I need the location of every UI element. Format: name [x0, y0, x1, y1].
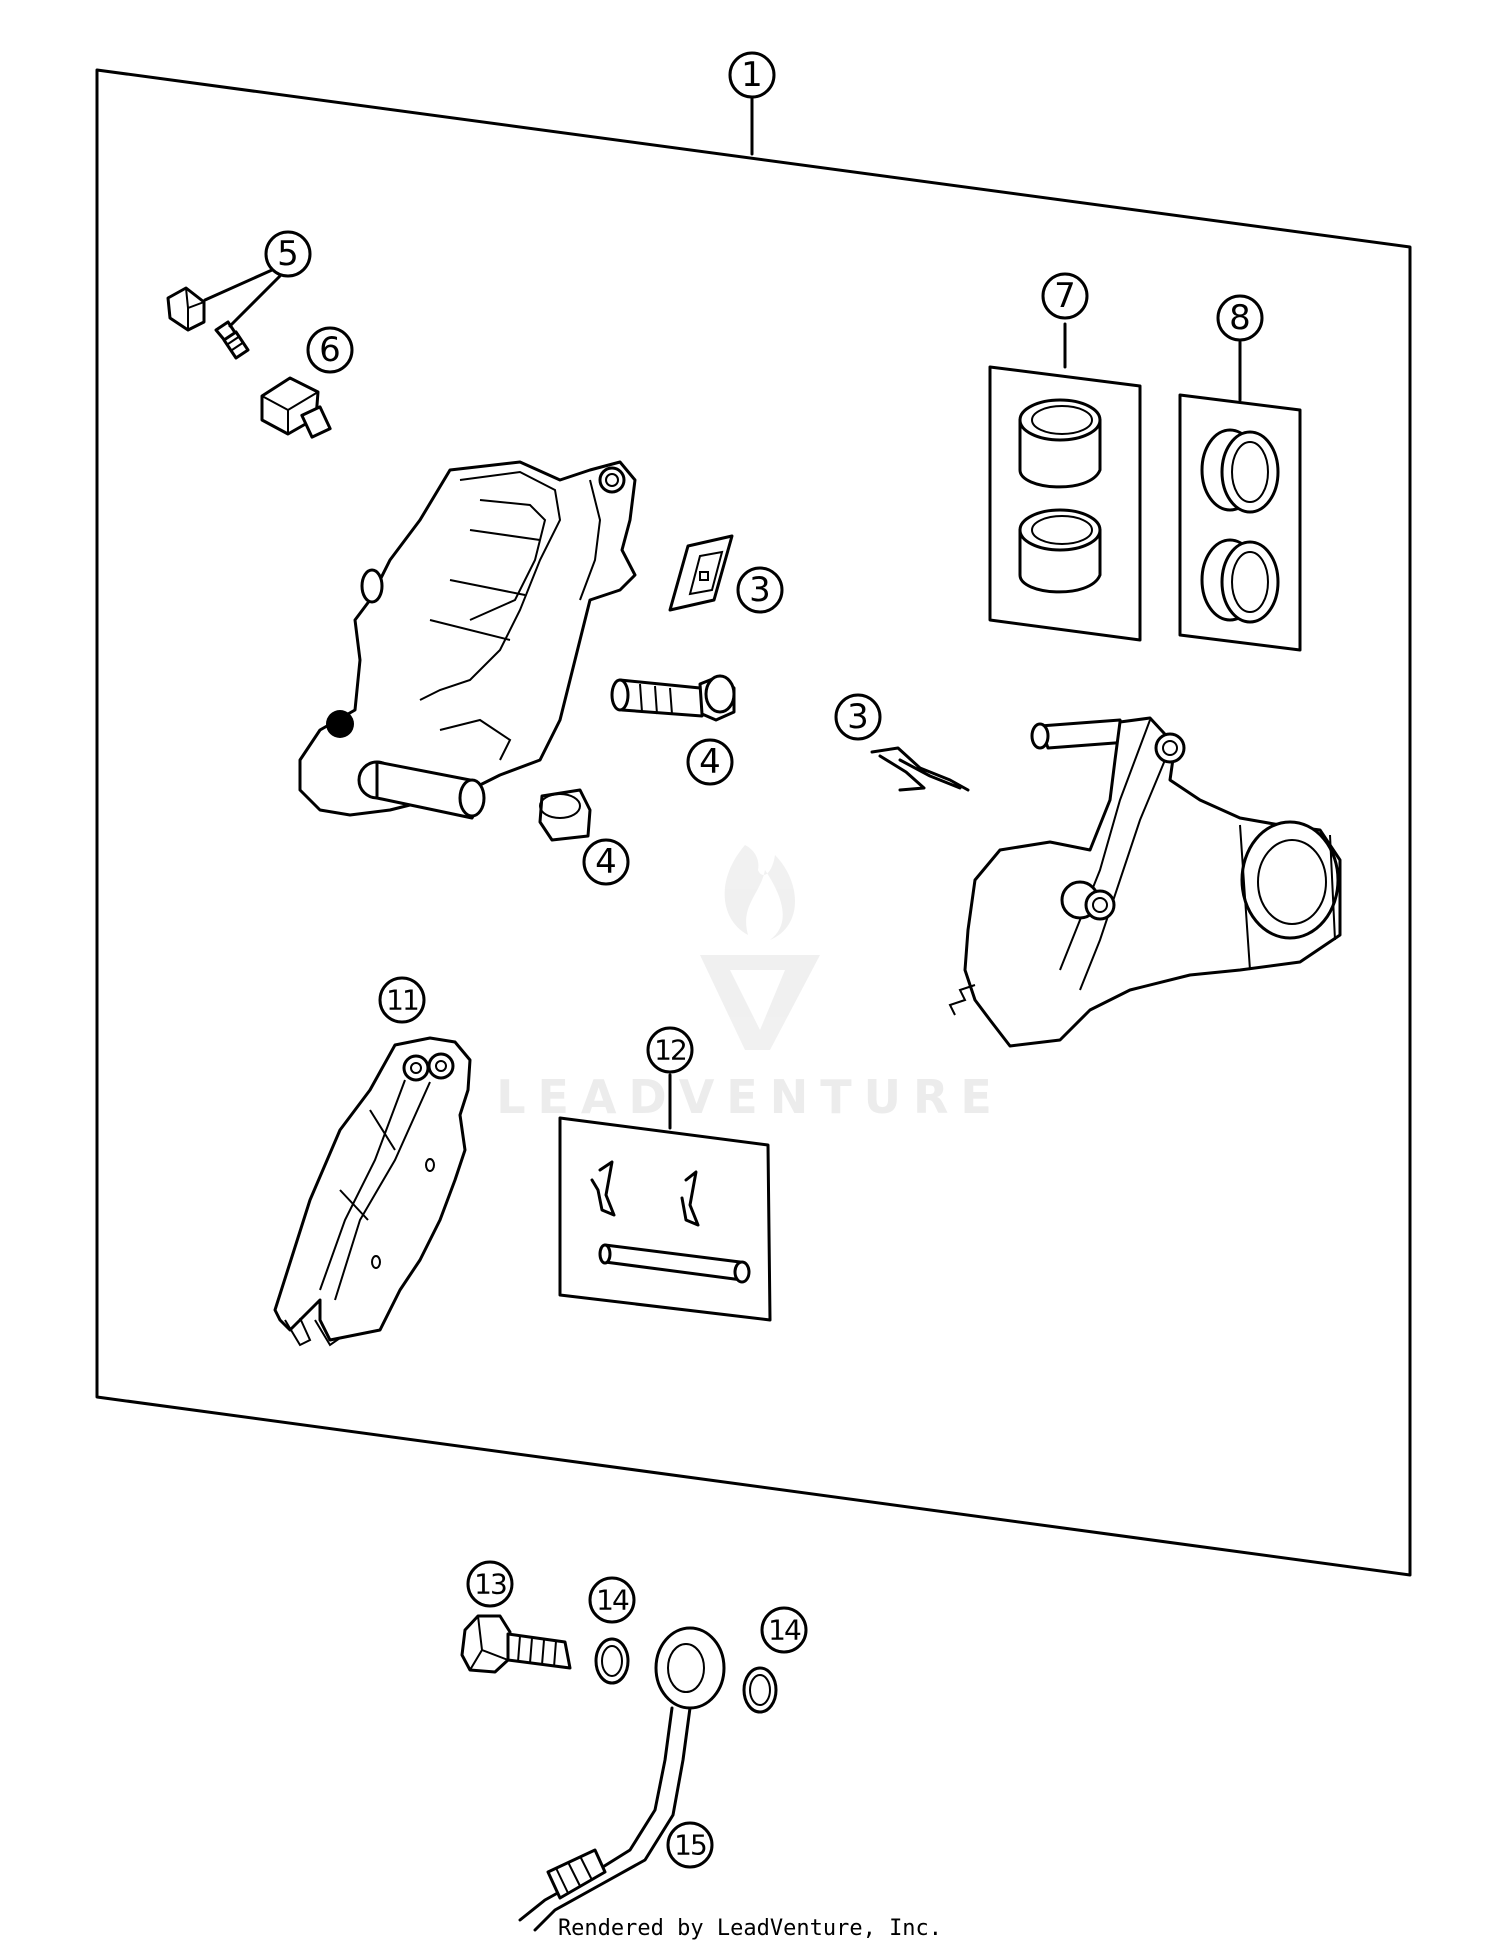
retaining-spring-part: [870, 746, 970, 792]
caliper-support-part: [948, 716, 1342, 1048]
callout-label: 15: [674, 1829, 706, 1862]
callout-13: 13: [466, 1560, 514, 1608]
callout-label: 12: [654, 1034, 686, 1067]
bleeder-valve-part: [166, 268, 282, 360]
callout-label: 13: [474, 1568, 506, 1601]
callout-7: 7: [1041, 272, 1089, 320]
callout-14-left: 14: [588, 1576, 636, 1624]
pin-boot-part: [538, 788, 592, 842]
callout-8: 8: [1216, 294, 1264, 342]
callout-4-lower: 4: [582, 838, 630, 886]
callout-3-top: 3: [736, 566, 784, 614]
callout-label: 14: [596, 1584, 629, 1617]
callout-label: 4: [595, 842, 617, 882]
callout-label: 3: [847, 697, 869, 737]
callout-6: 6: [306, 326, 354, 374]
watermark-logo: [700, 845, 820, 1050]
sealing-ring-part: [594, 1637, 630, 1685]
watermark-brand: LEADVENTURE: [496, 1070, 1004, 1124]
piston-kit-part: [988, 322, 1142, 642]
pin-kit-part: [558, 1073, 772, 1322]
callout-4-upper: 4: [686, 738, 734, 786]
callout-label: 4: [699, 742, 721, 782]
callout-12: 12: [646, 1026, 694, 1074]
callout-3-mid: 3: [834, 693, 882, 741]
callout-5: 5: [264, 230, 312, 278]
callout-15: 15: [666, 1821, 714, 1869]
sealing-ring-part: [742, 1666, 778, 1714]
assembly-frame: [95, 68, 1412, 1577]
callout-label: 8: [1229, 298, 1251, 338]
plug-screw-part: [260, 376, 332, 439]
callout-label: 1: [741, 55, 763, 95]
brake-line-part: [518, 1626, 726, 1932]
banjo-bolt-part: [460, 1614, 572, 1674]
callout-1: 1: [728, 51, 776, 99]
callout-label: 7: [1054, 276, 1076, 316]
callout-label: 5: [277, 234, 299, 274]
callout-14-right: 14: [760, 1606, 808, 1654]
callout-label: 11: [386, 984, 418, 1017]
render-credit: Rendered by LeadVenture, Inc.: [557, 1916, 943, 1941]
callout-label: 6: [319, 330, 341, 370]
pad-spring-part: [668, 534, 734, 612]
seal-kit-part: [1178, 340, 1302, 652]
brake-pads-part: [273, 1036, 472, 1347]
callout-label: 3: [749, 570, 771, 610]
guide-pin-part: [610, 674, 736, 722]
callout-11: 11: [378, 976, 426, 1024]
callout-label: 14: [768, 1614, 801, 1647]
caliper-body-part: [298, 460, 637, 820]
